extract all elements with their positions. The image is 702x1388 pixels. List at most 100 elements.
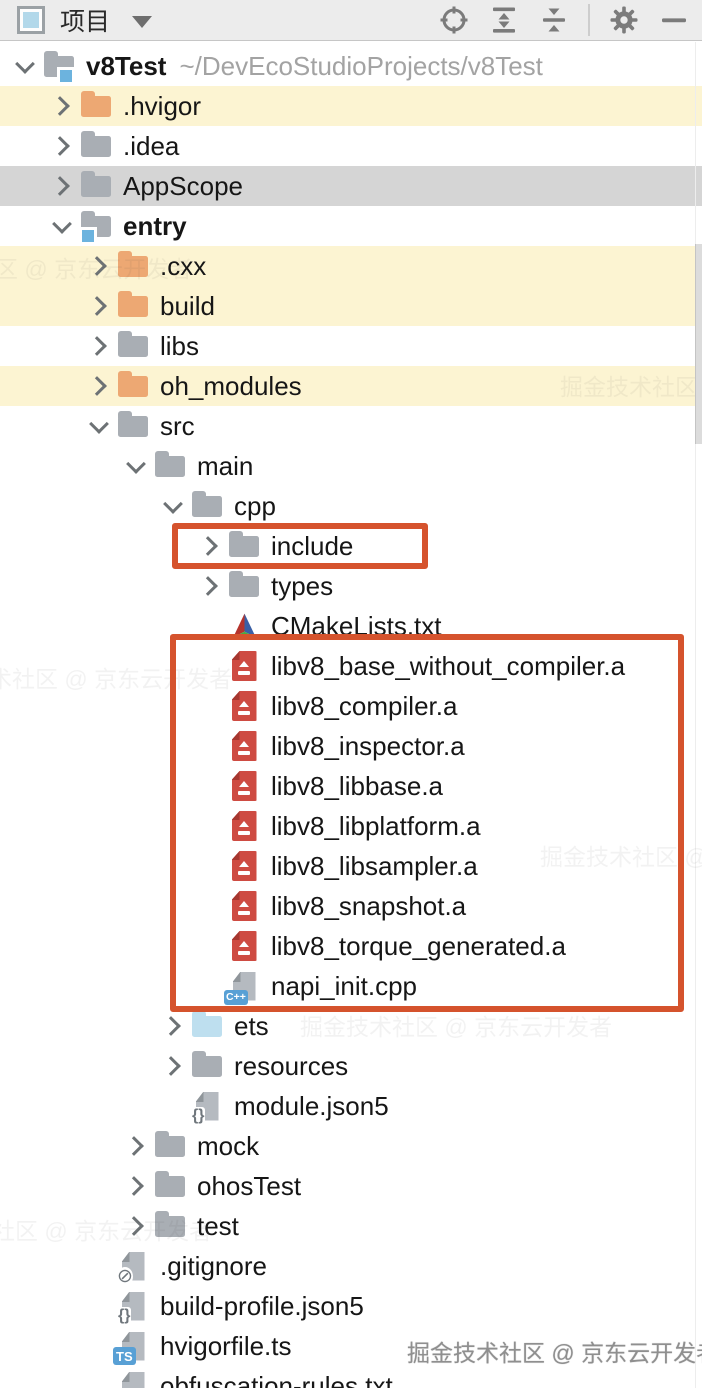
tree-row-hvigorfile[interactable]: TS hvigorfile.ts [0,1326,702,1366]
static-library-file-icon [227,846,261,886]
tree-item-label: test [197,1210,239,1241]
chevron-spacer [193,606,227,646]
chevron-expanded-icon[interactable] [8,46,42,86]
chevron-down-icon[interactable] [132,15,153,28]
module-folder-icon [79,206,113,246]
chevron-collapsed-icon[interactable] [193,566,227,606]
tree-item-label: obfuscation-rules.txt [160,1370,393,1388]
tree-row-types[interactable]: types [0,566,702,606]
tree-item-label: .idea [123,130,180,161]
tree-row-entry[interactable]: entry [0,206,702,246]
chevron-collapsed-icon[interactable] [82,286,116,326]
tree-row-libs[interactable]: libs [0,326,702,366]
folder-icon [227,526,261,566]
chevron-spacer [193,886,227,926]
tree-item-label: main [197,450,254,481]
chevron-collapsed-icon[interactable] [119,1166,153,1206]
ts-badge: TS [113,1347,136,1365]
chevron-expanded-icon[interactable] [45,206,79,246]
chevron-collapsed-icon[interactable] [45,166,79,206]
tree-row-module-json5[interactable]: {} module.json5 [0,1086,702,1126]
tree-row-build-profile[interactable]: {} build-profile.json5 [0,1286,702,1326]
tree-row-src[interactable]: src [0,406,702,446]
chevron-expanded-icon[interactable] [119,446,153,486]
project-name: v8Test [86,50,167,81]
tree-item-label: mock [197,1130,260,1161]
header-toolbar [436,2,692,38]
tree-item-label: .cxx [160,250,207,281]
chevron-collapsed-icon[interactable] [119,1126,153,1166]
tree-row-cmakelists[interactable]: CMakeLists.txt [0,606,702,646]
chevron-spacer [193,726,227,766]
folder-icon [153,446,187,486]
chevron-collapsed-icon[interactable] [45,126,79,166]
tree-row-idea[interactable]: .idea [0,126,702,166]
tree-row-libv8-libbase[interactable]: libv8_libbase.a [0,766,702,806]
chevron-spacer [193,846,227,886]
tree-row-libv8-compiler[interactable]: libv8_compiler.a [0,686,702,726]
chevron-collapsed-icon[interactable] [119,1206,153,1246]
tree-row-resources[interactable]: resources [0,1046,702,1086]
tree-row-v8test-root[interactable]: v8Test ~/DevEcoStudioProjects/v8Test [0,46,702,86]
folder-icon [153,1166,187,1206]
tree-row-libv8-libsampler[interactable]: libv8_libsampler.a [0,846,702,886]
tree-item-label: .gitignore [160,1250,267,1281]
tree-row-cpp[interactable]: cpp [0,486,702,526]
tree-item-label: napi_init.cpp [271,970,417,1001]
tree-row-include[interactable]: include [0,526,702,566]
static-library-file-icon [227,726,261,766]
scrollbar-thumb[interactable] [695,244,702,444]
tree-row-main[interactable]: main [0,446,702,486]
tree-item-label: hvigorfile.ts [160,1330,292,1361]
tree-row-oh-modules[interactable]: oh_modules [0,366,702,406]
tree-row-mock[interactable]: mock [0,1126,702,1166]
tree-row-libv8-snapshot[interactable]: libv8_snapshot.a [0,886,702,926]
hide-panel-button[interactable] [656,2,692,38]
chevron-collapsed-icon[interactable] [82,326,116,366]
chevron-collapsed-icon[interactable] [82,246,116,286]
chevron-expanded-icon[interactable] [156,486,190,526]
chevron-spacer [82,1246,116,1286]
tree-row-hvigor[interactable]: .hvigor [0,86,702,126]
chevron-collapsed-icon[interactable] [45,86,79,126]
tree-row-appscope[interactable]: AppScope [0,166,702,206]
tree-item-label: libv8_compiler.a [271,690,458,721]
tree-item-label: src [160,410,195,441]
gear-icon[interactable] [606,2,642,38]
tree-row-cxx[interactable]: .cxx [0,246,702,286]
chevron-collapsed-icon[interactable] [193,526,227,566]
chevron-collapsed-icon[interactable] [156,1006,190,1046]
static-library-file-icon [227,926,261,966]
tree-item-label: ets [234,1010,269,1041]
static-library-file-icon [227,766,261,806]
tree-item-label: build [160,290,215,321]
static-library-file-icon [227,886,261,926]
chevron-collapsed-icon[interactable] [156,1046,190,1086]
panel-title: 项目 [60,8,111,36]
tree-row-test[interactable]: test [0,1206,702,1246]
chevron-expanded-icon[interactable] [82,406,116,446]
tree-row-obfuscation-rules[interactable]: ≡ obfuscation-rules.txt [0,1366,702,1388]
collapse-all-button[interactable] [536,2,572,38]
tree-item-label: libv8_base_without_compiler.a [271,650,626,681]
gitignore-file-icon: ⊘ [116,1246,150,1286]
project-tree: v8Test ~/DevEcoStudioProjects/v8Test .hv… [0,42,702,1388]
tree-row-libv8-inspector[interactable]: libv8_inspector.a [0,726,702,766]
tree-row-napi-init[interactable]: C++ napi_init.cpp [0,966,702,1006]
tree-row-build[interactable]: build [0,286,702,326]
chevron-spacer [193,766,227,806]
project-tool-window-icon[interactable] [16,5,46,35]
tree-row-libv8-torque-generated[interactable]: libv8_torque_generated.a [0,926,702,966]
cpp-file-icon: C++ [224,966,261,1006]
tree-row-gitignore[interactable]: ⊘ .gitignore [0,1246,702,1286]
locate-file-button[interactable] [436,2,472,38]
tree-row-ohostest[interactable]: ohosTest [0,1166,702,1206]
tree-row-ets[interactable]: ets [0,1006,702,1046]
expand-all-button[interactable] [486,2,522,38]
tree-row-libv8-libplatform[interactable]: libv8_libplatform.a [0,806,702,846]
tree-item-label: include [271,530,354,561]
folder-icon [79,166,113,206]
tree-row-libv8-base-without-compiler[interactable]: libv8_base_without_compiler.a [0,646,702,686]
chevron-collapsed-icon[interactable] [82,366,116,406]
